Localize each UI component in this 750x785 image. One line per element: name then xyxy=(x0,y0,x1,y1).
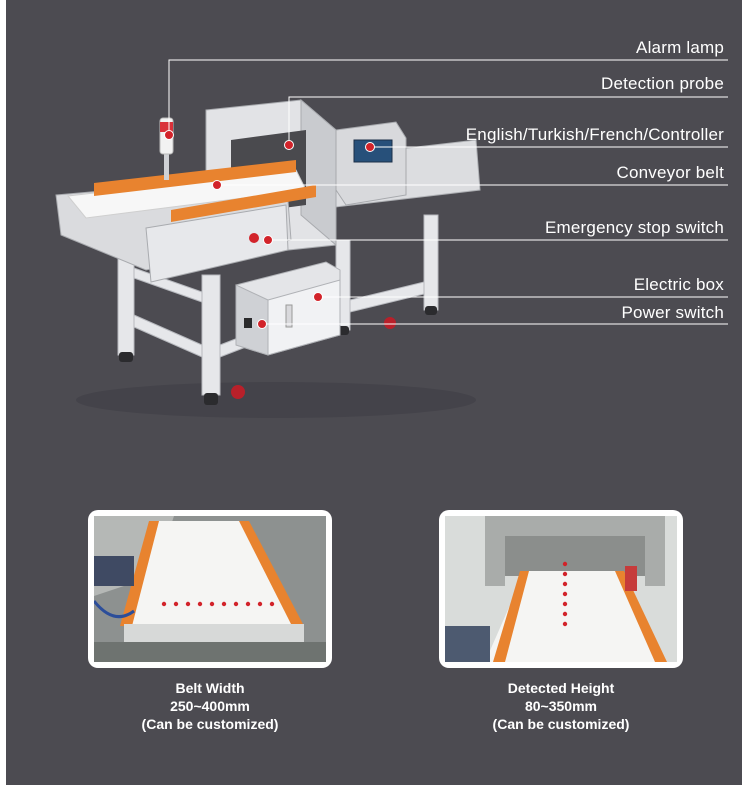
belt-width-title: Belt Width xyxy=(175,680,245,696)
belt-width-photo xyxy=(88,510,332,668)
detected-height-title: Detected Height xyxy=(507,680,615,696)
callout-electric-box: Electric box xyxy=(633,275,724,294)
callout-emergency-stop: Emergency stop switch xyxy=(545,218,724,237)
callout-detection-probe: Detection probe xyxy=(600,74,724,93)
detected-height-caption: Detected Height 80~350mm (Can be customi… xyxy=(439,679,683,733)
detected-height-note: (Can be customized) xyxy=(492,716,630,732)
belt-width-range: 250~400mm xyxy=(170,698,250,714)
callout-conveyor-belt: Conveyor belt xyxy=(616,163,724,182)
belt-width-caption: Belt Width 250~400mm (Can be customized) xyxy=(88,679,332,733)
callout-alarm-lamp: Alarm lamp xyxy=(636,38,724,57)
belt-width-note: (Can be customized) xyxy=(141,716,279,732)
product-infographic: Alarm lamp Detection probe English/Turki… xyxy=(6,0,742,785)
metal-detector-illustration xyxy=(55,59,728,418)
detected-height-photo xyxy=(439,510,683,668)
callout-power-switch: Power switch xyxy=(621,303,724,322)
detected-height-range: 80~350mm xyxy=(524,698,597,714)
callout-controller: English/Turkish/French/Controller xyxy=(465,125,724,144)
